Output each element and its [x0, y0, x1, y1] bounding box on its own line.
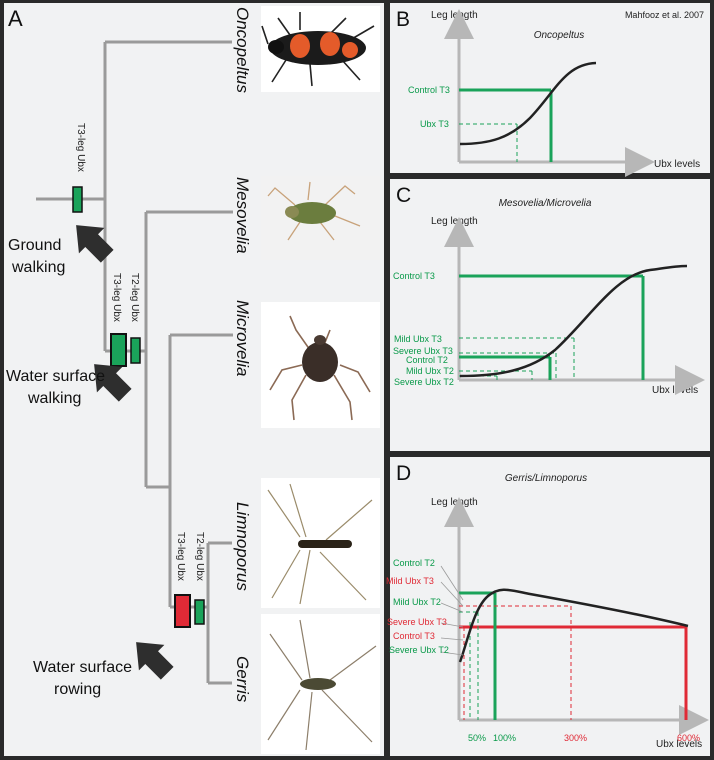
panel-c-ylabel: Leg length [431, 216, 478, 227]
panel-d-dashed-red [459, 605, 572, 720]
panel-c-label-severe-ubx-t3: Severe Ubx T3 [393, 346, 453, 356]
microvelia-bug-photo [261, 302, 380, 428]
panel-d-label-control-t3: Control T3 [393, 631, 435, 641]
panel-c-label-mild-ubx-t2: Mild Ubx T2 [406, 366, 454, 376]
t2-ubx-box-surface [130, 337, 141, 364]
limnoporus-strider-photo [261, 478, 380, 608]
panel-d-tick-600: 600% [677, 733, 700, 743]
panel-c-label-control-t3: Control T3 [393, 271, 435, 281]
t3-ubx-box-surface [110, 333, 127, 367]
mesovelia-bug-photo [261, 176, 380, 260]
panel-d-label-mild-ubx-t2: Mild Ubx T2 [393, 597, 441, 607]
panel-d-tick-300: 300% [564, 733, 587, 743]
gerris-strider-photo [261, 614, 380, 754]
panel-c-xlabel: Ubx levels [652, 385, 698, 396]
panel-b-letter: B [396, 8, 410, 31]
surface-rowing-label-1: Water surface [33, 659, 132, 676]
panel-d-letter: D [396, 462, 411, 485]
panel-b-title: Oncopeltus [534, 30, 585, 41]
panel-d-title: Gerris/Limnoporus [505, 473, 587, 484]
panel-b-label-ubx-t3: Ubx T3 [420, 119, 449, 129]
taxon-mesovelia: Mesovelia [233, 177, 252, 254]
panel-c-label-severe-ubx-t2: Severe Ubx T2 [394, 377, 454, 387]
surface-walking-label-2: walking [27, 390, 81, 407]
t2-ubx-label-surface: T2-leg Ubx [129, 273, 140, 322]
t3-ubx-label-rowing: T3-leg Ubx [175, 532, 186, 581]
taxon-gerris: Gerris [233, 656, 252, 703]
panel-b-xlabel: Ubx levels [654, 159, 700, 170]
t3-ubx-box-ground [72, 186, 83, 213]
arrow-icon-surface [94, 364, 132, 402]
panel-c-letter: C [396, 184, 411, 207]
panel-d-xlabel: Ubx levels [656, 739, 702, 750]
panel-c-label-mild-ubx-t3: Mild Ubx T3 [394, 334, 442, 344]
arrow-icon-rowing [136, 642, 174, 680]
panel-d-label-severe-ubx-t3: Severe Ubx T3 [387, 617, 447, 627]
t3-ubx-label-surface: T3-leg Ubx [111, 273, 122, 322]
t2-ubx-box-rowing [194, 599, 205, 625]
panel-d-ylabel: Leg length [431, 497, 478, 508]
panel-d-tick-100: 100% [493, 733, 516, 743]
panel-c-dashed-guides [459, 337, 575, 380]
panel-d-tick-50: 50% [468, 733, 486, 743]
panel-d-label-severe-ubx-t2: Severe Ubx T2 [389, 645, 449, 655]
panel-c-background [390, 179, 710, 451]
panel-d-curve [458, 588, 689, 663]
panel-b-label-control-t3: Control T3 [408, 85, 450, 95]
arrow-icon-ground [76, 225, 114, 263]
panel-d-label-mild-ubx-t3: Mild Ubx T3 [386, 576, 434, 586]
panel-b-curve [459, 61, 597, 146]
panel-c-label-control-t2: Control T2 [406, 355, 448, 365]
oncopeltus-bug-photo [261, 6, 380, 92]
taxon-limnoporus: Limnoporus [233, 502, 252, 591]
panel-c-title: Mesovelia/Microvelia [499, 198, 592, 209]
ground-walking-label-2: walking [11, 259, 65, 276]
surface-rowing-label-2: rowing [54, 681, 101, 698]
taxon-microvelia: Microvelia [233, 300, 252, 377]
taxon-oncopeltus: Oncopeltus [233, 7, 252, 93]
t3-ubx-box-rowing [174, 594, 191, 628]
panel-b-citation: Mahfooz et al. 2007 [625, 10, 704, 20]
surface-walking-label-1: Water surface [6, 368, 105, 385]
panel-d-label-control-t2: Control T2 [393, 558, 435, 568]
ground-walking-label-1: Ground [8, 237, 61, 254]
panel-c-curve [459, 264, 688, 378]
panel-a-letter: A [8, 6, 23, 31]
panel-b-ylabel: Leg length [431, 10, 478, 21]
t3-ubx-label-ground: T3-leg Ubx [75, 123, 86, 172]
panel-d-label-leaders [440, 565, 464, 656]
t2-ubx-label-rowing: T2-leg Ubx [194, 532, 205, 581]
